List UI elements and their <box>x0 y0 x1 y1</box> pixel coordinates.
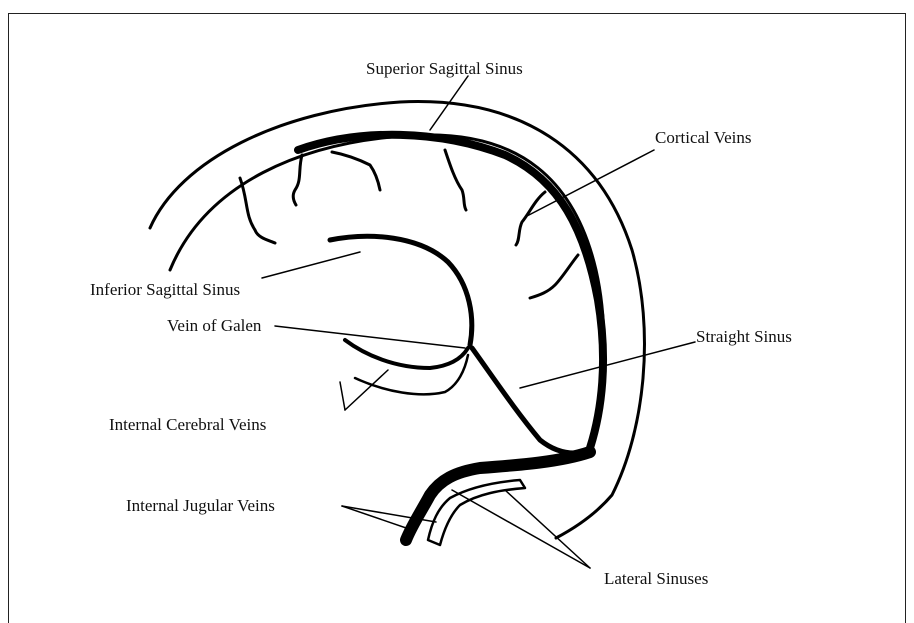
cortical-vein-1 <box>240 178 275 243</box>
cortical-vein-6 <box>530 255 578 298</box>
label-internal-cerebral-veins: Internal Cerebral Veins <box>109 416 266 433</box>
pointer-inferior-sagittal <box>262 252 360 278</box>
pointer-jugular-1 <box>342 506 412 530</box>
cortical-vein-4 <box>445 150 466 210</box>
pointer-vein-of-galen <box>275 326 465 348</box>
label-straight-sinus: Straight Sinus <box>696 328 792 345</box>
straight-sinus <box>472 348 585 453</box>
pointer-straight-sinus <box>520 342 695 388</box>
cortical-vein-2 <box>293 155 302 205</box>
lateral-sinus-inner <box>428 480 525 545</box>
inferior-sagittal-sinus <box>330 236 472 345</box>
pointer-internal-cerebral-2 <box>345 370 388 410</box>
pointer-lateral-2 <box>505 490 590 568</box>
internal-cerebral-vein-upper <box>345 340 468 368</box>
label-internal-jugular-veins: Internal Jugular Veins <box>126 497 275 514</box>
label-cortical-veins: Cortical Veins <box>655 129 751 146</box>
pointer-internal-cerebral-1 <box>340 382 345 410</box>
cortical-vein-5 <box>516 192 545 245</box>
label-inferior-sagittal-sinus: Inferior Sagittal Sinus <box>90 281 240 298</box>
label-superior-sagittal-sinus: Superior Sagittal Sinus <box>366 60 523 77</box>
cortical-vein-3 <box>332 152 380 190</box>
label-vein-of-galen: Vein of Galen <box>167 317 261 334</box>
label-lateral-sinuses: Lateral Sinuses <box>604 570 708 587</box>
